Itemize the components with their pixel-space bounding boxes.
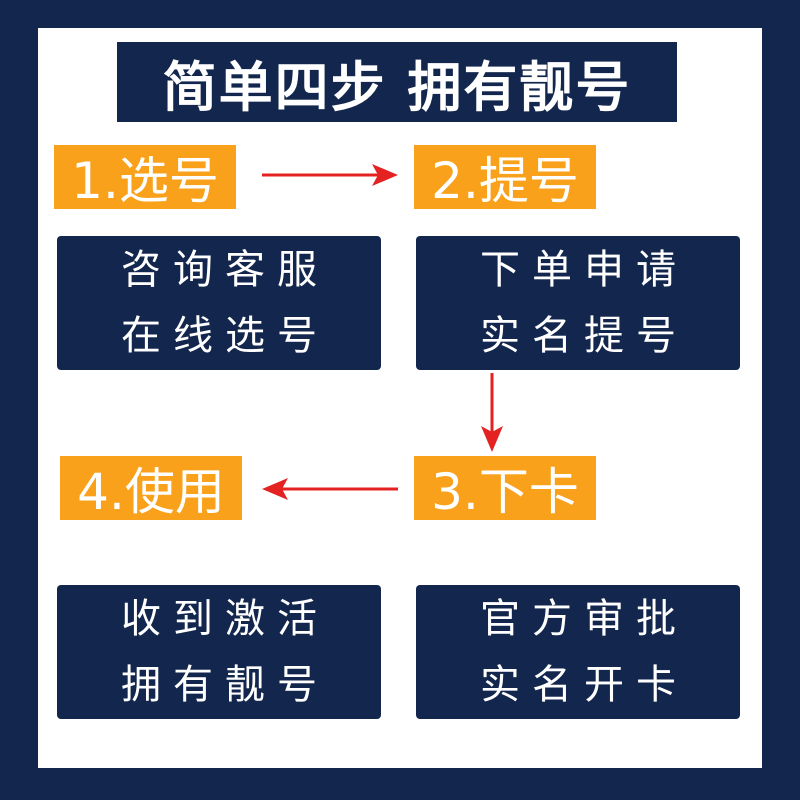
step-3-box: 官方审批 实名开卡: [416, 585, 740, 719]
step-3-line-1: 官方审批: [480, 596, 688, 642]
step-2-line-1: 下单申请: [480, 247, 688, 293]
step-1-box: 咨询客服 在线选号: [57, 236, 381, 370]
step-1-line-2: 在线选号: [121, 313, 329, 359]
step-1-label: 1.选号: [54, 145, 236, 210]
page-title: 简单四步 拥有靓号: [117, 42, 677, 122]
step-2-line-2: 实名提号: [480, 313, 688, 359]
step-2-label: 2.提号: [414, 145, 596, 210]
step-2-box: 下单申请 实名提号: [416, 236, 740, 370]
step-3-line-2: 实名开卡: [480, 662, 688, 708]
step-4-label: 4.使用: [60, 456, 242, 521]
step-3-label: 3.下卡: [414, 456, 596, 521]
step-4-box: 收到激活 拥有靓号: [57, 585, 381, 719]
arrow-step2-to-step3: [481, 373, 503, 452]
step-1-line-1: 咨询客服: [121, 247, 329, 293]
step-4-line-2: 拥有靓号: [121, 662, 329, 708]
arrow-step1-to-step2: [262, 164, 398, 186]
arrow-step3-to-step4: [262, 478, 398, 500]
step-4-line-1: 收到激活: [121, 596, 329, 642]
